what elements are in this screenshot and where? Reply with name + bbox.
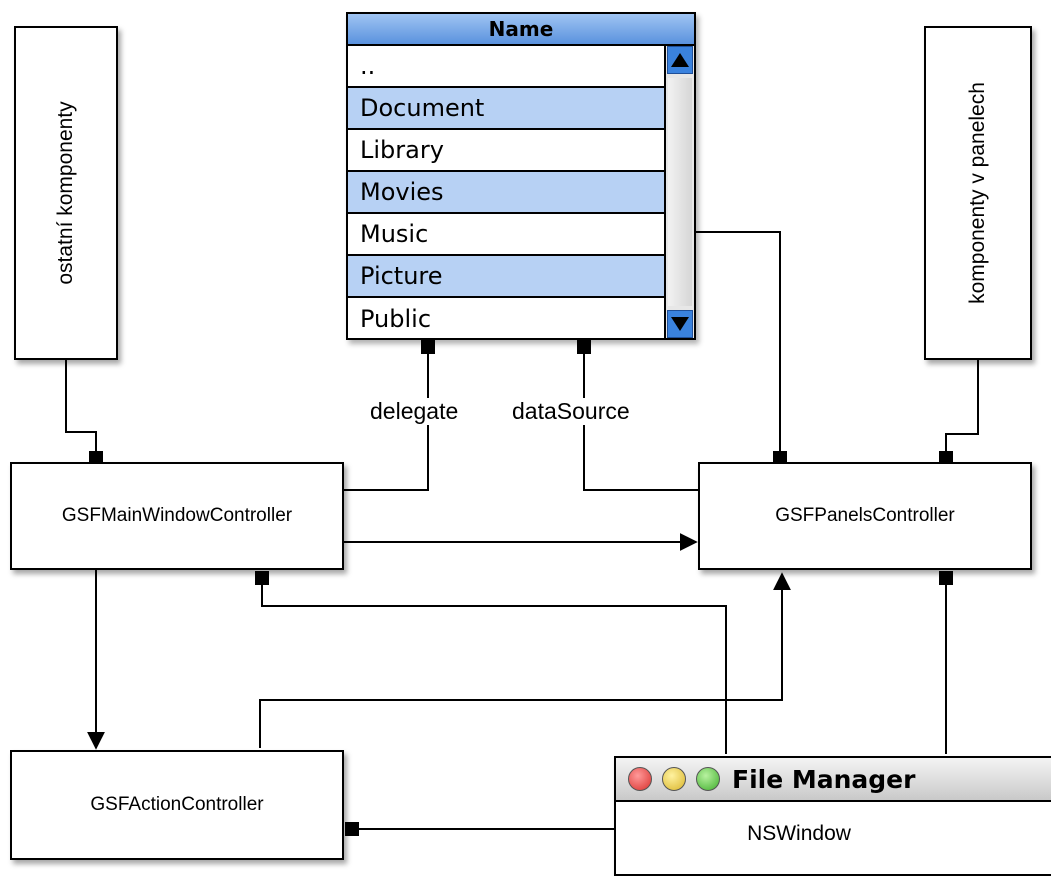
datasource-label: dataSource	[510, 398, 632, 425]
scroll-up-button[interactable]	[667, 46, 693, 74]
connector-square	[421, 340, 435, 354]
zoom-button-icon[interactable]	[696, 767, 720, 791]
connector-square	[89, 451, 103, 465]
file-list-table: Name .. Document Library Movies Music Pi…	[346, 12, 696, 340]
connector-square	[255, 571, 269, 585]
window-content-label: NSWindow	[747, 822, 851, 845]
list-item[interactable]: Picture	[348, 256, 664, 298]
action-controller-label: GSFActionController	[90, 794, 264, 815]
minimize-button-icon[interactable]	[662, 767, 686, 791]
link-other-components-main	[65, 358, 97, 456]
connector-square	[345, 822, 359, 836]
link-list-panels	[694, 231, 781, 456]
list-item[interactable]: Document	[348, 88, 664, 130]
scroll-down-button[interactable]	[667, 310, 693, 338]
window-titlebar[interactable]: File Manager	[616, 758, 1051, 802]
window-title: File Manager	[732, 764, 916, 794]
window-content: NSWindow	[616, 802, 1051, 874]
main-window-controller-box: GSFMainWindowController	[10, 462, 344, 570]
action-controller-box: GSFActionController	[10, 750, 344, 860]
list-item[interactable]: Public	[360, 305, 432, 333]
arrow-down-icon	[671, 317, 689, 331]
other-components-label: ostatní komponenty	[54, 101, 77, 285]
other-components-box: ostatní komponenty	[14, 26, 118, 360]
column-header-name[interactable]: Name	[348, 14, 694, 46]
panels-controller-label: GSFPanelsController	[775, 505, 955, 526]
arrow-up-icon	[671, 53, 689, 67]
connector-square	[773, 451, 787, 465]
delegate-label: delegate	[368, 398, 461, 425]
link-panel-components-panels	[945, 358, 979, 456]
scroll-track[interactable]	[668, 78, 692, 306]
link-window-main	[261, 578, 727, 754]
connector-lines	[65, 231, 979, 836]
panels-controller-box: GSFPanelsController	[698, 462, 1032, 570]
connector-square	[577, 340, 591, 354]
arrow-action-to-panels	[259, 572, 791, 748]
list-item[interactable]: Music	[348, 214, 664, 256]
list-item[interactable]: Library	[348, 130, 664, 172]
column-header-label: Name	[488, 17, 554, 41]
vertical-scrollbar[interactable]	[664, 46, 694, 338]
link-delegate	[344, 348, 429, 491]
list-item[interactable]: ..	[348, 46, 664, 88]
close-button-icon[interactable]	[628, 767, 652, 791]
main-window-controller-label: GSFMainWindowController	[61, 505, 293, 526]
connector-square	[939, 571, 953, 585]
panel-components-box: komponenty v panelech	[924, 26, 1032, 360]
connector-square	[939, 451, 953, 465]
link-datasource	[583, 348, 700, 491]
list-item[interactable]: Movies	[348, 172, 664, 214]
file-list-rows: .. Document Library Movies Music Picture…	[348, 46, 664, 338]
panel-components-label: komponenty v panelech	[966, 82, 989, 304]
file-manager-window: File Manager NSWindow	[614, 756, 1051, 876]
